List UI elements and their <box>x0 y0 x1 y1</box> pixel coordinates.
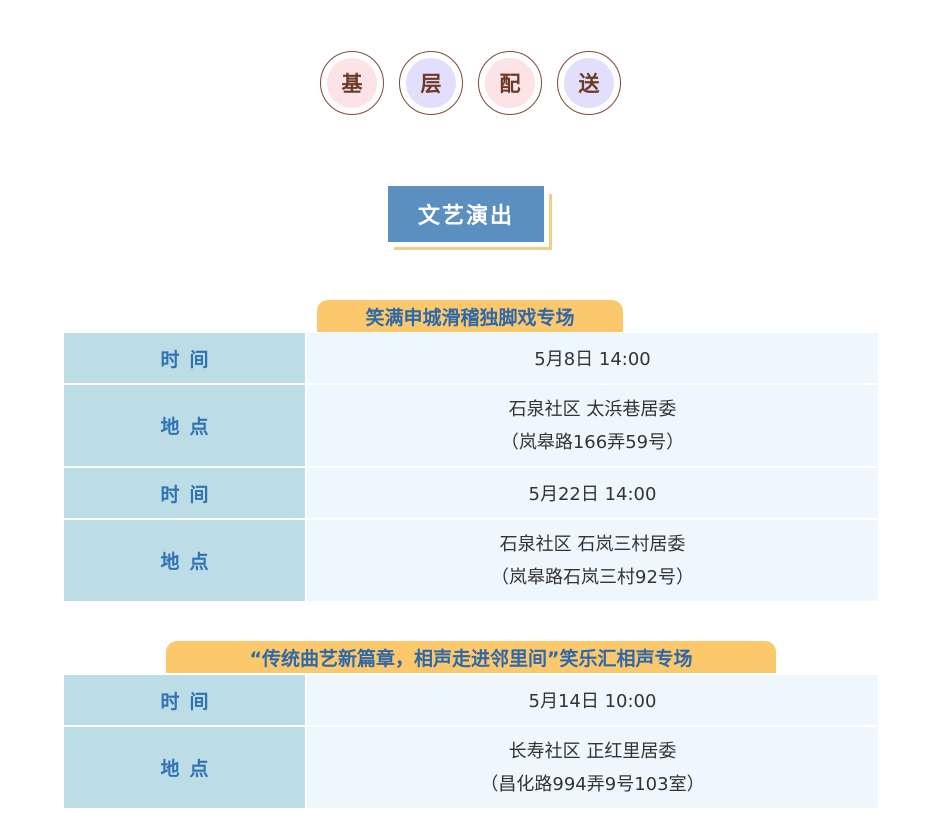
header-circle-1: 基 <box>320 51 384 115</box>
header-circle-3: 配 <box>478 51 542 115</box>
row-label: 地点 <box>64 385 305 466</box>
table-row-place: 地点 石泉社区 太浜巷居委 （岚皋路166弄59号） <box>64 385 878 466</box>
time-text: 5月8日 14:00 <box>534 349 651 370</box>
place-address: （岚皋路166弄59号） <box>500 431 685 453</box>
row-label: 时间 <box>64 333 305 383</box>
row-label: 地点 <box>64 520 305 601</box>
row-value: 5月14日 10:00 <box>307 675 878 725</box>
header-circle-char: 配 <box>485 58 535 108</box>
header-circle-char: 送 <box>564 58 614 108</box>
time-text: 5月22日 14:00 <box>528 484 657 505</box>
row-label: 时间 <box>64 468 305 518</box>
table-row-time: 时间 5月22日 14:00 <box>64 468 878 518</box>
header-circle-4: 送 <box>557 51 621 115</box>
header-circle-char: 基 <box>327 58 377 108</box>
time-text: 5月14日 10:00 <box>528 691 657 712</box>
event-title-1: 笑满申城滑稽独脚戏专场 <box>317 300 623 332</box>
header-circle-char: 层 <box>406 58 456 108</box>
row-label: 地点 <box>64 727 305 808</box>
place-address: （昌化路994弄9号103室） <box>480 773 705 795</box>
event-title-2: “传统曲艺新篇章，相声走进邻里间”笑乐汇相声专场 <box>166 641 776 673</box>
table-row-time: 时间 5月8日 14:00 <box>64 333 878 383</box>
place-address: （岚皋路石岚三村92号） <box>491 566 694 588</box>
place-name: 石泉社区 太浜巷居委 <box>508 398 677 420</box>
table-row-place: 地点 石泉社区 石岚三村居委 （岚皋路石岚三村92号） <box>64 520 878 601</box>
section-title-shadow <box>394 194 552 250</box>
header-circles: 基 层 配 送 <box>320 51 621 115</box>
place-name: 长寿社区 正红里居委 <box>508 740 677 762</box>
table-row-time: 时间 5月14日 10:00 <box>64 675 878 725</box>
row-value: 长寿社区 正红里居委 （昌化路994弄9号103室） <box>307 727 878 808</box>
row-value: 石泉社区 太浜巷居委 （岚皋路166弄59号） <box>307 385 878 466</box>
row-value: 5月8日 14:00 <box>307 333 878 383</box>
section-title-block: 文艺演出 <box>388 186 554 252</box>
header-circle-2: 层 <box>399 51 463 115</box>
place-name: 石泉社区 石岚三村居委 <box>499 533 686 555</box>
row-value: 石泉社区 石岚三村居委 （岚皋路石岚三村92号） <box>307 520 878 601</box>
row-label: 时间 <box>64 675 305 725</box>
event-table-2: 时间 5月14日 10:00 地点 长寿社区 正红里居委 （昌化路994弄9号1… <box>64 675 878 808</box>
table-row-place: 地点 长寿社区 正红里居委 （昌化路994弄9号103室） <box>64 727 878 808</box>
section-title: 文艺演出 <box>388 186 544 242</box>
row-value: 5月22日 14:00 <box>307 468 878 518</box>
event-table-1: 时间 5月8日 14:00 地点 石泉社区 太浜巷居委 （岚皋路166弄59号）… <box>64 333 878 601</box>
